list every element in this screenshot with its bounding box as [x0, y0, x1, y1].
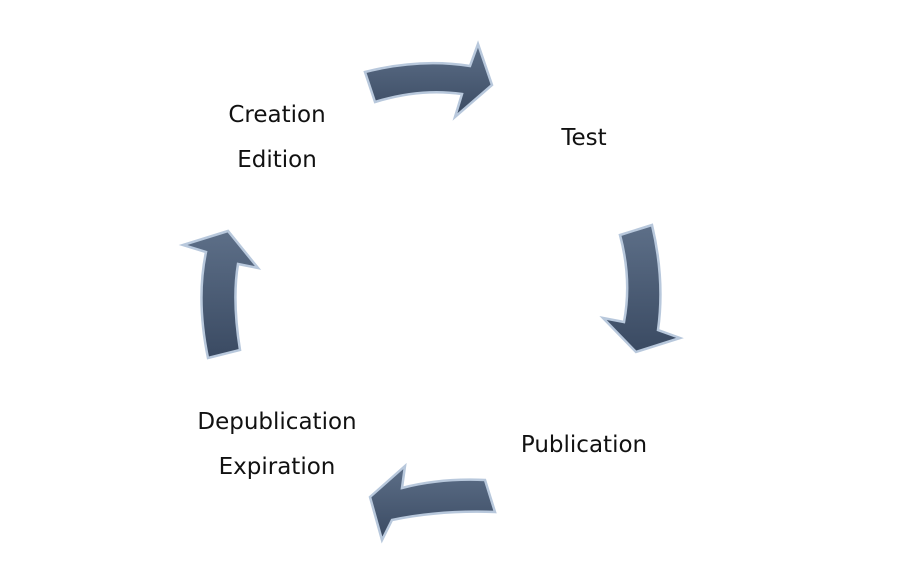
arrow-publication-to-depublication — [368, 462, 497, 544]
stage-edition-label: Edition — [237, 147, 317, 173]
stage-expiration-label: Expiration — [218, 454, 336, 480]
stage-test-label: Test — [561, 125, 607, 151]
stage-depublication-label: Depublication — [197, 409, 357, 435]
stage-creation-label: Creation — [228, 102, 326, 128]
stage-publication-label: Publication — [520, 432, 648, 458]
arrow-test-to-publication — [599, 223, 684, 354]
arrow-depublication-to-creation — [178, 229, 262, 360]
arrow-creation-to-test — [363, 40, 494, 121]
